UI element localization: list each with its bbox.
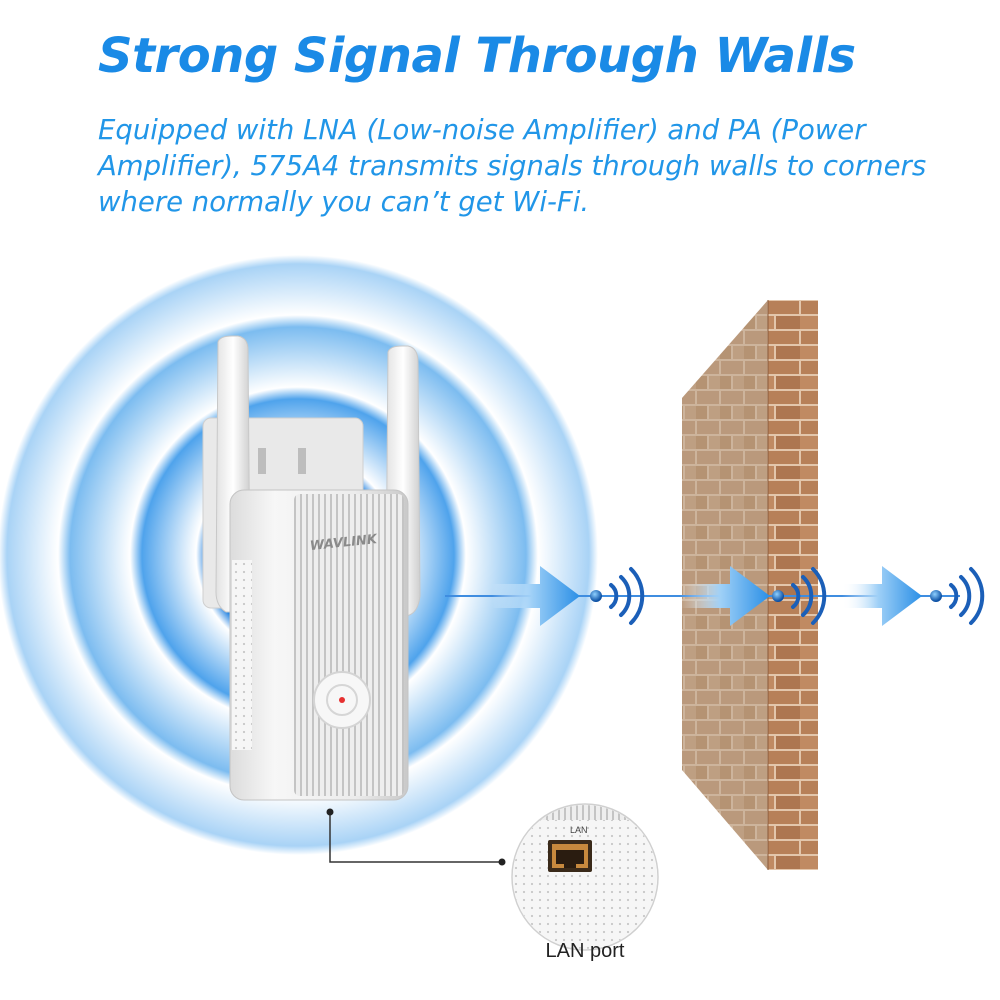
wifi-extender-device: WAVLINK	[202, 335, 421, 801]
lan-port-callout: LAN	[511, 803, 659, 951]
signal-arrow-1	[492, 566, 580, 626]
lan-label: LAN	[570, 825, 588, 835]
lan-port-caption: LAN port	[545, 940, 625, 962]
description-line-2: Amplifier), 575A4 transmits signals thro…	[98, 150, 927, 182]
ethernet-port-icon	[548, 840, 592, 872]
status-led	[339, 697, 345, 703]
wifi-waves-icon	[590, 567, 645, 625]
signal-arrow-2	[680, 566, 770, 626]
callout-connector	[329, 812, 502, 863]
device-logo: WAVLINK	[309, 532, 378, 554]
description-line-1: Equipped with LNA (Low-noise Amplifier) …	[98, 114, 866, 146]
description-line-3: where normally you can’t get Wi-Fi.	[98, 186, 590, 218]
wifi-waves-icon	[772, 567, 827, 625]
signal-arrow-3	[842, 566, 922, 626]
wifi-waves-icon	[930, 567, 985, 625]
headline: Strong Signal Through Walls	[98, 28, 856, 84]
description: Equipped with LNA (Low-noise Amplifier) …	[98, 112, 958, 220]
